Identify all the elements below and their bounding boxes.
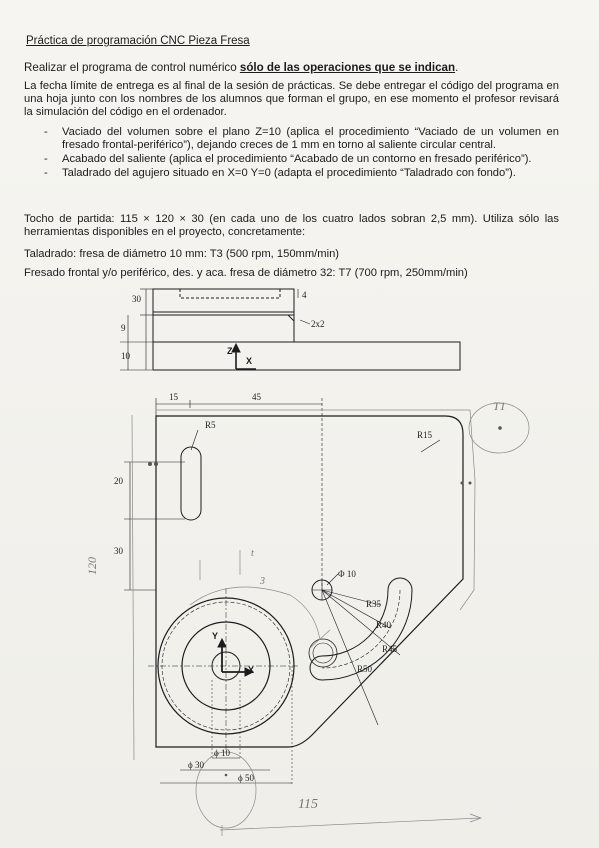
- handwritten-t1: T1: [493, 399, 506, 413]
- intro-prefix: Realizar el programa de control numérico: [24, 61, 240, 74]
- radius-r40: R40: [376, 620, 392, 630]
- list-item: Taladrado del agujero situado en X=0 Y=0…: [44, 167, 559, 180]
- radius-r45: R45: [382, 644, 398, 654]
- axis-y-label: Y: [212, 631, 218, 641]
- dim-9-side: 9: [121, 323, 126, 333]
- dim-20: 20: [114, 476, 124, 486]
- dim-45: 45: [252, 392, 262, 402]
- list-item: Vaciado del volumen sobre el plano Z=10 …: [44, 126, 559, 152]
- dia-phi50-label: ϕ 50: [238, 773, 254, 783]
- radius-r50: R50: [357, 664, 373, 674]
- page-title: Práctica de programación CNC Pieza Fresa: [26, 35, 250, 47]
- stock-paragraph: Tocho de partida: 115 × 120 × 30 (en cad…: [24, 213, 559, 239]
- dim-10-side: 10: [121, 351, 131, 361]
- tool-mill-line: Fresado frontal y/o periférico, des. y a…: [24, 267, 468, 279]
- dia-phi10-label: ϕ 10: [214, 748, 230, 758]
- axis-z-label: Z: [227, 346, 233, 356]
- dim-30-top: 30: [114, 546, 124, 556]
- deadline-paragraph: La fecha límite de entrega es al final d…: [24, 80, 559, 119]
- dim-4-side: 4: [302, 290, 307, 300]
- hole-phi10-label: Φ 10: [338, 569, 356, 579]
- dim-30-side: 30: [132, 294, 142, 304]
- top-view: [124, 398, 464, 785]
- tool-drill-line: Taladrado: fresa de diámetro 10 mm: T3 (…: [24, 248, 340, 260]
- chamfer-label: 2x2: [311, 319, 325, 329]
- side-view: [120, 288, 461, 371]
- intro-line: Realizar el programa de control numérico…: [24, 61, 458, 74]
- handwritten-t-mark: t: [251, 548, 254, 559]
- intro-suffix: .: [455, 61, 459, 74]
- radius-r15: R15: [417, 430, 433, 440]
- radius-r35: R35: [366, 599, 382, 609]
- operations-list: Vaciado del volumen sobre el plano Z=10 …: [44, 126, 559, 181]
- list-item: Acabado del saliente (aplica el procedim…: [44, 153, 559, 166]
- axis-x-top-label: X: [248, 665, 254, 675]
- dim-15: 15: [169, 392, 179, 402]
- intro-emphasis: sólo de las operaciones que se indican: [239, 61, 456, 74]
- pencil-marks: [131, 402, 530, 836]
- dia-phi30-label: ϕ 30: [188, 760, 204, 770]
- radius-r5: R5: [205, 420, 216, 430]
- handwritten-115: 115: [298, 797, 318, 812]
- axis-x-side-label: X: [246, 356, 252, 366]
- pencil-dots: [148, 426, 502, 777]
- handwritten-120: 120: [85, 557, 99, 575]
- handwritten-3-mark: 3: [259, 576, 265, 587]
